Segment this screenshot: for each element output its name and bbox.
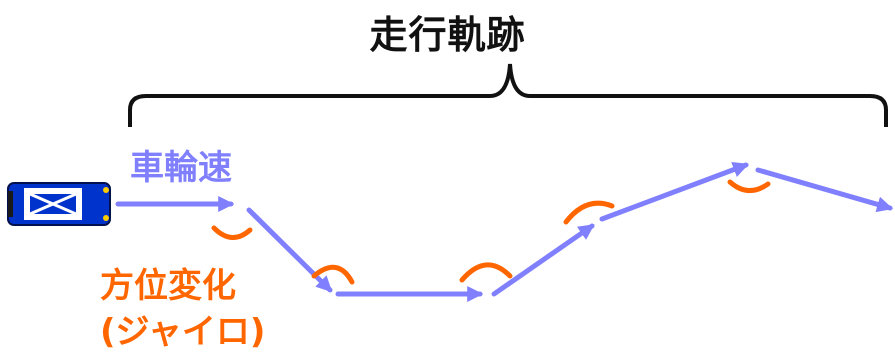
heading-change-arc-2: [311, 264, 355, 285]
trajectory-arrow-6: [755, 167, 894, 213]
gyro-label: (ジャイロ): [100, 312, 266, 352]
trajectory-arrow-4: [491, 223, 595, 297]
trajectory-arrow-5: [599, 162, 749, 222]
heading-change-arc-3: [459, 262, 513, 283]
heading-change-arc-5: [727, 179, 771, 193]
diagram-title: 走行軌跡: [369, 13, 526, 57]
trajectory-brace: [128, 63, 888, 127]
heading-change-label: 方位変化: [100, 266, 236, 306]
heading-change-arc-1: [211, 225, 253, 240]
trajectory-arrow-2: [246, 207, 333, 293]
heading-change-arc-4: [563, 200, 615, 225]
car-top-view-icon: [7, 182, 111, 226]
wheel-speed-label: 車輪速: [130, 148, 232, 188]
